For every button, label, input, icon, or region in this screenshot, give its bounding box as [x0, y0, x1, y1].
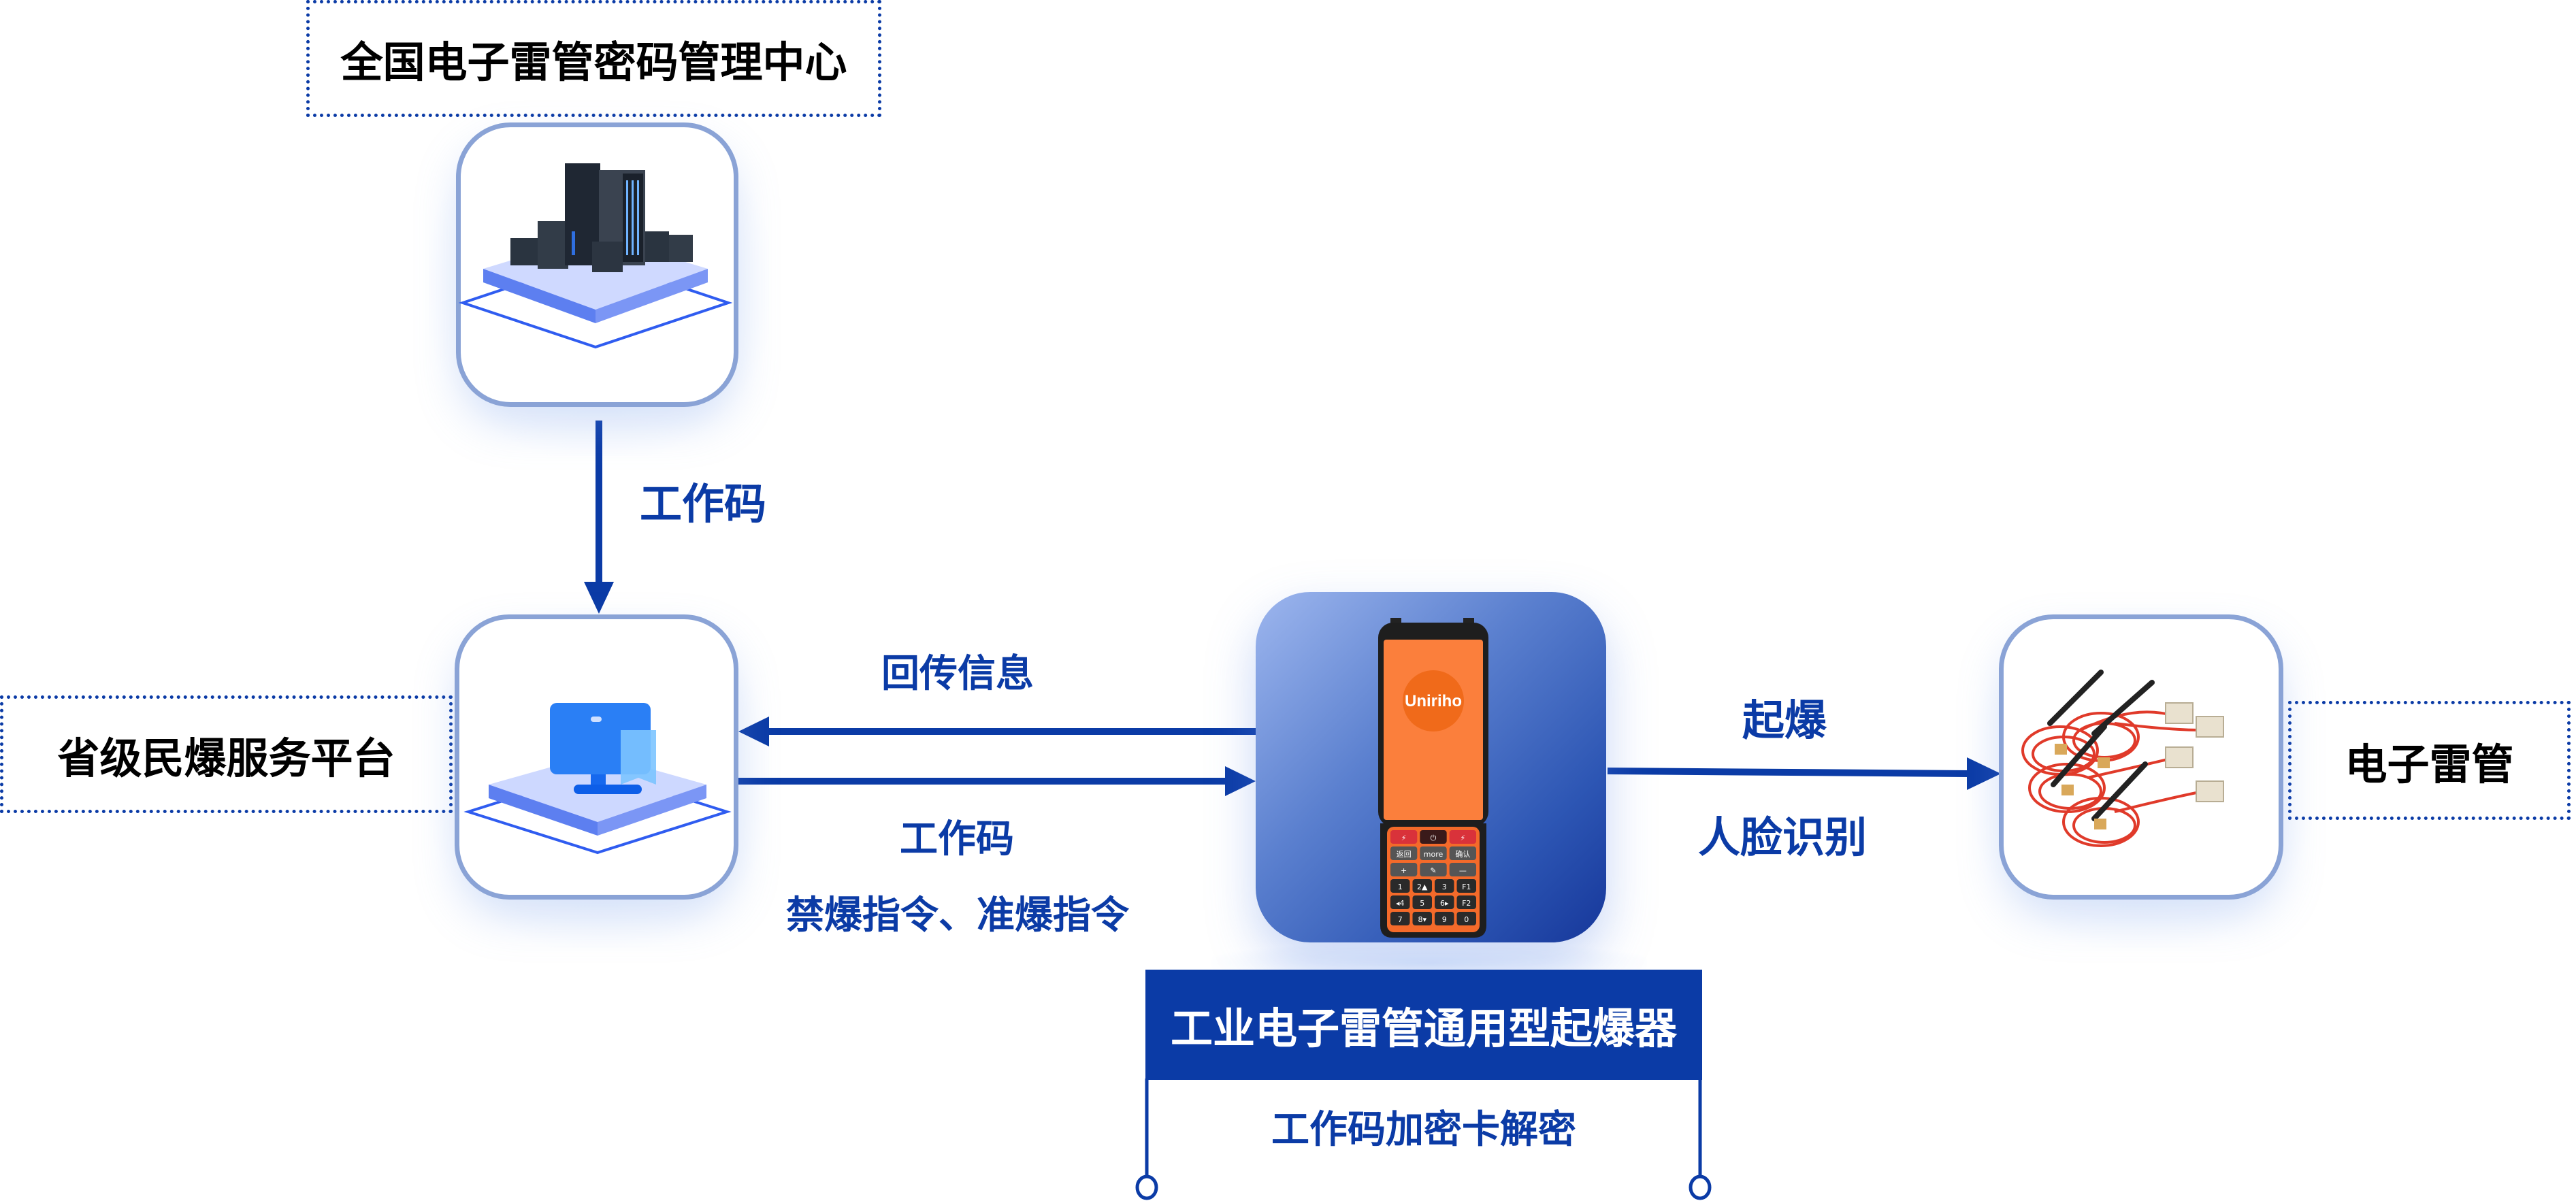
- national-center-label: 全国电子雷管密码管理中心: [340, 37, 847, 87]
- bracket-right-node: [1689, 1174, 1712, 1200]
- arrow-center-to-platform: [584, 421, 614, 614]
- keypad-key-label: 9: [1442, 915, 1447, 924]
- edge-sublabel-platform-to-device: 禁爆指令、准爆指令: [786, 893, 1129, 938]
- keypad-key-label: 5: [1420, 899, 1424, 908]
- keypad-key: [1456, 895, 1476, 909]
- keypad-key: [1449, 863, 1476, 876]
- keypad-key-label: 返回: [1397, 850, 1412, 859]
- keypad-key-label: —: [1459, 866, 1467, 875]
- keypad-key-label: 确认: [1455, 850, 1470, 859]
- keypad-key: [1420, 863, 1447, 876]
- provincial-platform-label-box: 省级民爆服务平台: [0, 695, 453, 813]
- keypad: ⚡ ⏻ ⚡ 返回 more 确认 + ✎ — 1 2▲ 3 F1 ◂4 5 6▸ F2 7 8▾ 9 0: [1390, 830, 1476, 925]
- keypad-key-label: 7: [1398, 915, 1403, 924]
- keypad-key-label: 3: [1442, 883, 1447, 891]
- keypad-key: [1390, 830, 1418, 844]
- keypad-key-label: F1: [1462, 883, 1471, 891]
- keypad-key-label: 0: [1464, 915, 1469, 924]
- keypad-key: [1390, 879, 1410, 893]
- keypad-key: [1412, 895, 1432, 909]
- keypad-key-label: ◂4: [1396, 899, 1405, 908]
- arrow-device-to-platform: [738, 717, 1256, 746]
- keypad-key: [1390, 895, 1410, 909]
- keypad-key: [1412, 912, 1432, 925]
- server-rack-icon: [458, 163, 733, 349]
- keypad-key-label: ✎: [1430, 866, 1436, 875]
- keypad-key: [1435, 895, 1454, 909]
- keypad-key: [1412, 879, 1432, 893]
- keypad-key: [1435, 879, 1454, 893]
- keypad-key: [1456, 912, 1476, 925]
- arrow-platform-to-device: [738, 766, 1256, 796]
- detonator-wires-icon: [2021, 670, 2224, 847]
- edge-label-center-to-platform: 工作码: [640, 479, 767, 529]
- keypad-key-label: ⚡: [1401, 834, 1407, 842]
- keypad-key: [1390, 912, 1410, 925]
- keypad-key: [1420, 830, 1447, 844]
- national-center-card[interactable]: [456, 122, 738, 407]
- keypad-key-label: more: [1424, 850, 1444, 859]
- keypad-key-label: ⏻: [1431, 834, 1437, 842]
- screen-brand: Uniriho: [1405, 692, 1462, 710]
- detonator-device-title: 工业电子雷管通用型起爆器: [1145, 970, 1702, 1080]
- keypad-key-label: 6▸: [1440, 899, 1449, 908]
- electronic-detonator-card[interactable]: [1999, 614, 2283, 900]
- edge-label-device-to-platform: 回传信息: [881, 652, 1034, 696]
- detonator-device-title-text: 工业电子雷管通用型起爆器: [1170, 1004, 1677, 1053]
- bracket-left-node: [1135, 1174, 1158, 1200]
- national-center-label-box: 全国电子雷管密码管理中心: [306, 0, 881, 117]
- keypad-key-label: F2: [1462, 899, 1471, 908]
- detonator-device-subtitle: 工作码加密卡解密: [1271, 1108, 1576, 1152]
- keypad-key: [1449, 846, 1476, 860]
- keypad-key-label: +: [1401, 866, 1407, 875]
- arrow-device-to-detonator: [1607, 757, 2001, 790]
- keypad-key-label: ⚡: [1460, 834, 1465, 842]
- keypad-key: [1420, 846, 1447, 860]
- keypad-key: [1390, 846, 1418, 860]
- edge-sublabel-device-to-detonator: 人脸识别: [1698, 812, 1868, 862]
- provincial-platform-label: 省级民爆服务平台: [57, 733, 395, 783]
- keypad-key: [1449, 830, 1476, 844]
- keypad-key: [1390, 863, 1418, 876]
- keypad-key-label: 8▾: [1418, 915, 1426, 924]
- electronic-detonator-label: 电子雷管: [2345, 739, 2514, 789]
- provincial-platform-card[interactable]: [455, 614, 738, 900]
- keypad-key: [1456, 879, 1476, 893]
- edge-label-platform-to-device: 工作码: [900, 817, 1014, 861]
- edge-label-device-to-detonator: 起爆: [1742, 695, 1827, 745]
- keypad-key-label: 1: [1398, 883, 1403, 891]
- detonator-device-card[interactable]: Uniriho ⚡ ⏻ ⚡ 返回 more 确认 + ✎ — 1 2▲ 3 F1 ◂4 5 6▸ F2 7 8▾ 9 0: [1256, 592, 1606, 942]
- electronic-detonator-label-box: 电子雷管: [2288, 701, 2571, 820]
- keypad-key: [1435, 912, 1454, 925]
- monitor-platform-icon: [463, 703, 732, 855]
- keypad-key-label: 2▲: [1417, 883, 1428, 891]
- handheld-detonator-icon: Uniriho ⚡ ⏻ ⚡ 返回 more 确认 + ✎ — 1 2▲ 3 F1 ◂4 5 6▸ F2 7 8▾ 9 0: [1378, 618, 1488, 938]
